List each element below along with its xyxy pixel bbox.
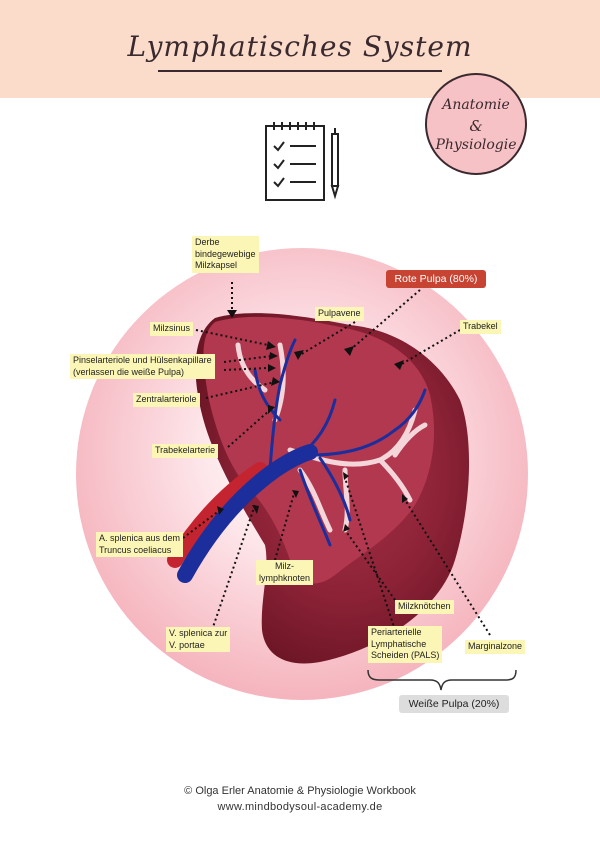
label-rote-pulpa: Rote Pulpa (80%) (386, 270, 486, 288)
label-a-splenica-line-2: Truncus coeliacus (99, 544, 172, 555)
label-a-splenica: A. splenica aus dem Truncus coeliacus (96, 532, 184, 557)
footer-copyright: © Olga Erler Anatomie & Physiologie Work… (184, 785, 416, 797)
splenic-artery (167, 462, 268, 568)
label-pals-line-1: Periarterielle (371, 627, 422, 637)
title-underline (158, 70, 442, 72)
footer-url[interactable]: www.mindbodysoul-academy.de (217, 801, 383, 813)
label-v-splenica-line-1: V. splenica zur (169, 628, 228, 638)
label-pinsel-line-2: (verlassen die weiße Pulpa) (73, 366, 185, 377)
label-derbe-line-1: Derbe (195, 237, 220, 247)
label-v-splenica: V. splenica zur V. portae (166, 627, 231, 652)
label-trabekel: Trabekel (460, 320, 501, 334)
label-milzknoetchen: Milzknötchen (395, 600, 454, 614)
label-pals-line-3: Scheiden (PALS) (371, 650, 440, 660)
label-a-splenica-line-1: A. splenica aus dem (99, 533, 181, 543)
badge-line-3: Physiologie (435, 137, 517, 153)
label-milzsinus: Milzsinus (150, 322, 194, 336)
label-pinsel-line-1: Pinselarteriole und Hülsenkapillare (73, 355, 212, 365)
badge-line-2: & (469, 117, 483, 135)
label-derbe-line-2: bindegewebige (195, 248, 256, 259)
anatomie-physiologie-badge: Anatomie & Physiologie (425, 73, 527, 175)
label-milzlymph-line-1: Milz- (275, 561, 295, 571)
label-derbe-line-3: Milzkapsel (195, 260, 238, 270)
label-pals: Periarterielle Lymphatische Scheiden (PA… (368, 626, 443, 663)
label-pals-line-2: Lymphatische (371, 638, 427, 649)
label-v-splenica-line-2: V. portae (169, 639, 205, 650)
label-pinselarteriole: Pinselarteriole und Hülsenkapillare (ver… (70, 354, 215, 379)
splenic-vein (177, 444, 318, 583)
page-title: Lymphatisches System (127, 30, 473, 63)
label-zentralarteriole: Zentralarteriole (133, 393, 200, 407)
label-pulpavene: Pulpavene (315, 307, 364, 321)
spleen-cut-surface (203, 316, 435, 584)
label-milzlymph-line-2: lymphknoten (259, 572, 311, 583)
badge-line-1: Anatomie (442, 97, 510, 113)
label-milzlymphknoten: Milz- lymphknoten (256, 560, 314, 585)
checklist-pen-icon (265, 122, 340, 201)
label-trabekelarterie: Trabekelarterie (152, 444, 219, 458)
label-marginalzone: Marginalzone (465, 640, 526, 654)
label-derbe-milzkapsel: Derbe bindegewebige Milzkapsel (192, 236, 259, 273)
label-weisse-pulpa: Weiße Pulpa (20%) (399, 695, 509, 713)
weisse-pulpa-brace (367, 669, 517, 691)
